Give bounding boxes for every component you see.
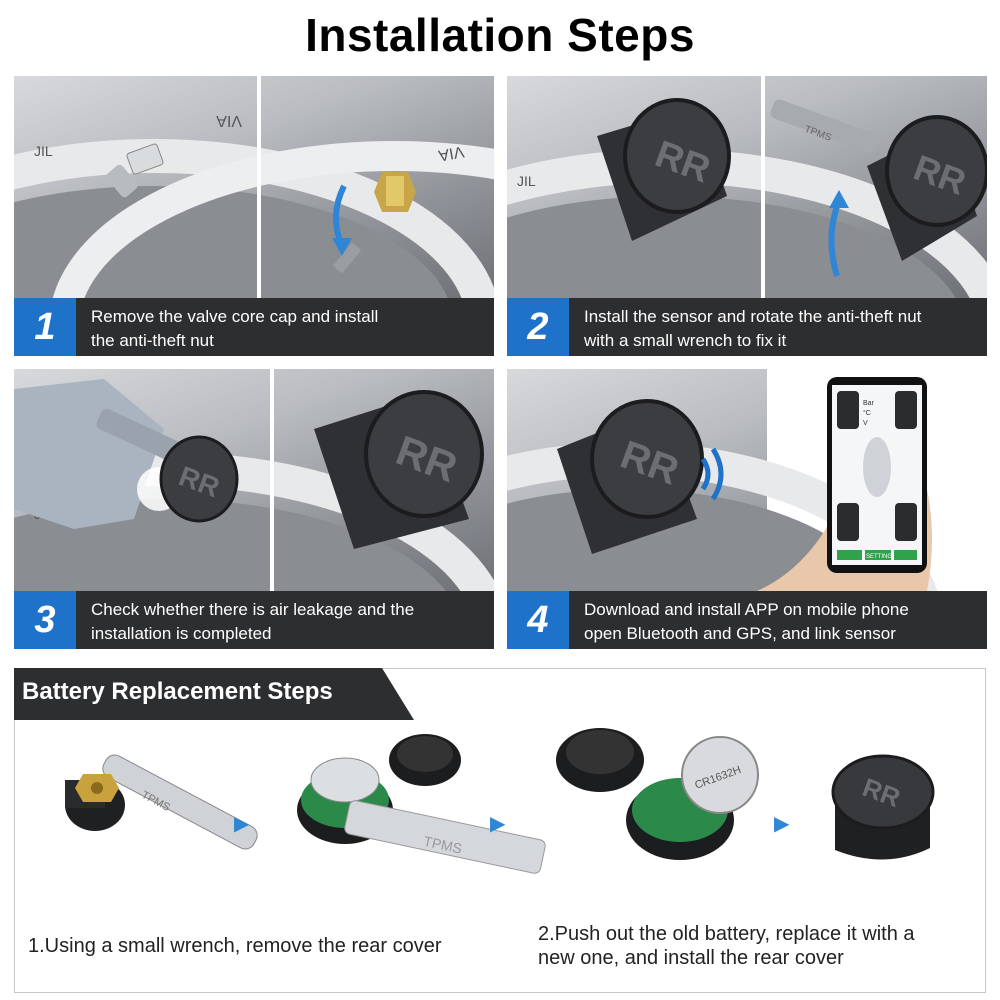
battery-step-2: 2.Push out the old battery, replace it w…: [538, 922, 915, 970]
step-description: Download and install APP on mobile phone…: [584, 598, 979, 646]
step-4-caption: 4 Download and install APP on mobile pho…: [507, 591, 987, 649]
step-line-2: installation is completed: [91, 624, 272, 643]
photo-divider: [761, 76, 765, 298]
sensor-cap-large: RR: [314, 390, 484, 549]
next-arrow-icon: ▶: [774, 813, 790, 835]
bluetooth-waves-icon: [700, 447, 724, 501]
step-line-2: the anti-theft nut: [91, 331, 214, 350]
svg-text:°C: °C: [863, 409, 871, 417]
photo-divider: [257, 76, 261, 298]
page-title: Installation Steps: [305, 9, 695, 61]
step-line-1: Remove the valve core cap and install: [91, 307, 379, 326]
step-1-caption: 1 Remove the valve core cap and install …: [14, 298, 494, 356]
svg-text:TPMS: TPMS: [422, 833, 463, 857]
svg-text:Bar: Bar: [863, 400, 875, 407]
step-line-2: with a small wrench to fix it: [584, 331, 787, 350]
step-number-badge: 1: [14, 298, 76, 356]
sensor-cap: RR: [557, 399, 704, 554]
svg-text:SETTING: SETTING: [866, 554, 892, 560]
step-1-photo: JIL VIA VIA: [14, 76, 494, 298]
step-line-1: Check whether there is air leakage and t…: [91, 600, 415, 619]
svg-text:VIA: VIA: [437, 142, 466, 163]
battery-section-title: Battery Replacement Steps: [22, 678, 333, 705]
step-3-caption: 3 Check whether there is air leakage and…: [14, 591, 494, 649]
step-2-photo: JIL RR TPMS RR: [507, 76, 987, 298]
svg-text:JIL: JIL: [517, 173, 536, 189]
next-arrow-icon: ▶: [234, 813, 250, 835]
sensor-cap-right: RR: [867, 115, 987, 261]
battery-step-1: 1.Using a small wrench, remove the rear …: [28, 935, 442, 957]
step-number-badge: 4: [507, 591, 569, 649]
battery-step-2-line-1: 2.Push out the old battery, replace it w…: [538, 923, 915, 945]
step-line-1: Install the sensor and rotate the anti-t…: [584, 307, 922, 326]
step-panel-2: JIL RR TPMS RR 2 Install the sensor and …: [507, 76, 987, 356]
battery-section-frame: [14, 668, 986, 993]
step-line-1: Download and install APP on mobile phone: [584, 600, 909, 619]
sensor-cap-left: RR: [597, 98, 731, 241]
battery-section-tab: [14, 668, 414, 720]
battery-illustrations: TPMS TPMS CR1632H RR: [65, 728, 935, 874]
step-description: Install the sensor and rotate the anti-t…: [584, 305, 979, 353]
sensor-with-wrench: TPMS: [65, 754, 258, 850]
step-panel-4: RR Bar °C V SETTING 4: [507, 369, 987, 649]
opened-sensor: TPMS: [297, 734, 546, 874]
sensor-cap-small: RR: [159, 435, 239, 523]
step-3-photo: JIL RR RR: [14, 369, 494, 591]
step-panel-3: JIL RR RR 3 Check whether there is air l…: [14, 369, 494, 649]
closed-sensor: RR: [831, 754, 935, 860]
step-number-badge: 3: [14, 591, 76, 649]
photo-divider: [270, 369, 274, 591]
step-line-2: open Bluetooth and GPS, and link sensor: [584, 624, 896, 643]
step-panel-1: JIL VIA VIA 1 Remove the valve core cap …: [14, 76, 494, 356]
rim-mark: JIL: [34, 143, 53, 159]
next-arrow-icon: ▶: [490, 813, 506, 835]
step-number-badge: 2: [507, 298, 569, 356]
rim-mark-2: VIA: [216, 112, 242, 129]
step-description: Check whether there is air leakage and t…: [91, 598, 486, 646]
step-description: Remove the valve core cap and install th…: [91, 305, 486, 353]
battery-swap: CR1632H: [556, 728, 759, 860]
svg-text:V: V: [863, 420, 868, 427]
battery-step-2-line-2: new one, and install the rear cover: [538, 947, 844, 969]
step-2-caption: 2 Install the sensor and rotate the anti…: [507, 298, 987, 356]
step-4-photo: RR Bar °C V SETTING: [507, 369, 987, 591]
